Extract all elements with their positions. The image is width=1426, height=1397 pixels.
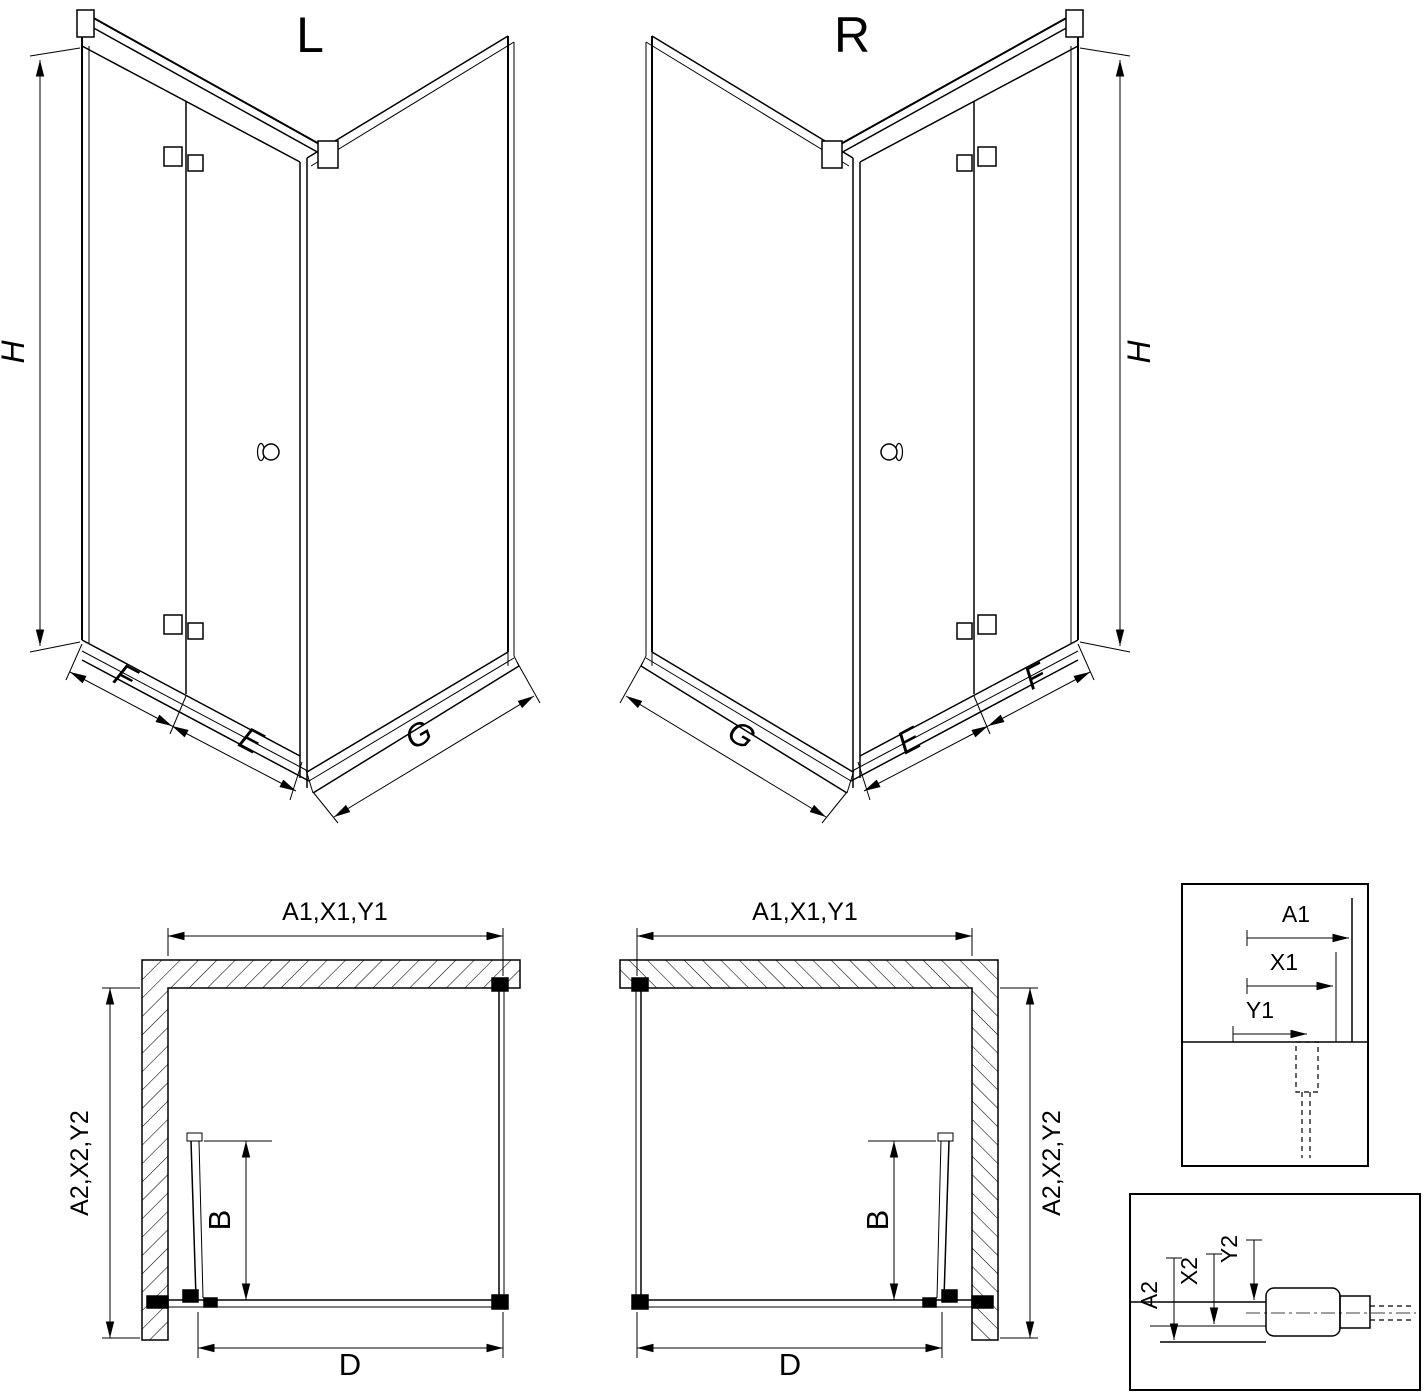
- dim-label-e-left: E: [233, 719, 269, 761]
- dim-label-e-right: E: [891, 719, 927, 761]
- iso-geometry-right: [620, 10, 1130, 823]
- dim-label-top-plan-left: A1,X1,Y1: [282, 898, 388, 926]
- dim-label-side-plan-right: A2,X2,Y2: [1038, 1110, 1066, 1216]
- dim-label-y2-detail: Y2: [1216, 1235, 1242, 1263]
- variant-label-left: L: [296, 7, 324, 63]
- plan-view-right: A1,X1,Y1 A2,X2,Y2 B D: [620, 898, 1066, 1382]
- detail-view-depth: A2 X2 Y2: [1129, 1193, 1421, 1391]
- dim-label-h-left: H: [0, 340, 31, 364]
- dim-label-a1-detail: A1: [1282, 901, 1310, 927]
- plan-geometry-right: [620, 928, 1038, 1358]
- variant-label-right: R: [834, 7, 870, 63]
- dim-label-b-plan-right: B: [860, 1210, 895, 1231]
- dim-label-x1-detail: X1: [1270, 949, 1298, 975]
- detail-view-width: A1 X1 Y1: [1181, 883, 1369, 1167]
- plan-geometry-left: [102, 928, 520, 1358]
- dim-label-y1-detail: Y1: [1246, 997, 1274, 1023]
- dim-label-f-left: F: [108, 656, 144, 698]
- dim-label-h-right: H: [1121, 340, 1157, 364]
- iso-geometry-left: [30, 10, 540, 823]
- dim-label-d-plan-right: D: [779, 1347, 801, 1382]
- dim-label-top-plan-right: A1,X1,Y1: [752, 898, 858, 926]
- dim-label-a2-detail: A2: [1136, 1281, 1162, 1309]
- dim-label-x2-detail: X2: [1176, 1257, 1202, 1285]
- iso-view-left: L H F E G: [0, 7, 540, 823]
- plan-view-left: A1,X1,Y1 A2,X2,Y2 B D: [66, 898, 520, 1382]
- dim-label-d-plan-left: D: [339, 1347, 361, 1382]
- dim-label-b-plan-left: B: [202, 1210, 237, 1231]
- iso-view-right: R H F E G: [620, 7, 1157, 823]
- dim-label-side-plan-left: A2,X2,Y2: [66, 1110, 94, 1216]
